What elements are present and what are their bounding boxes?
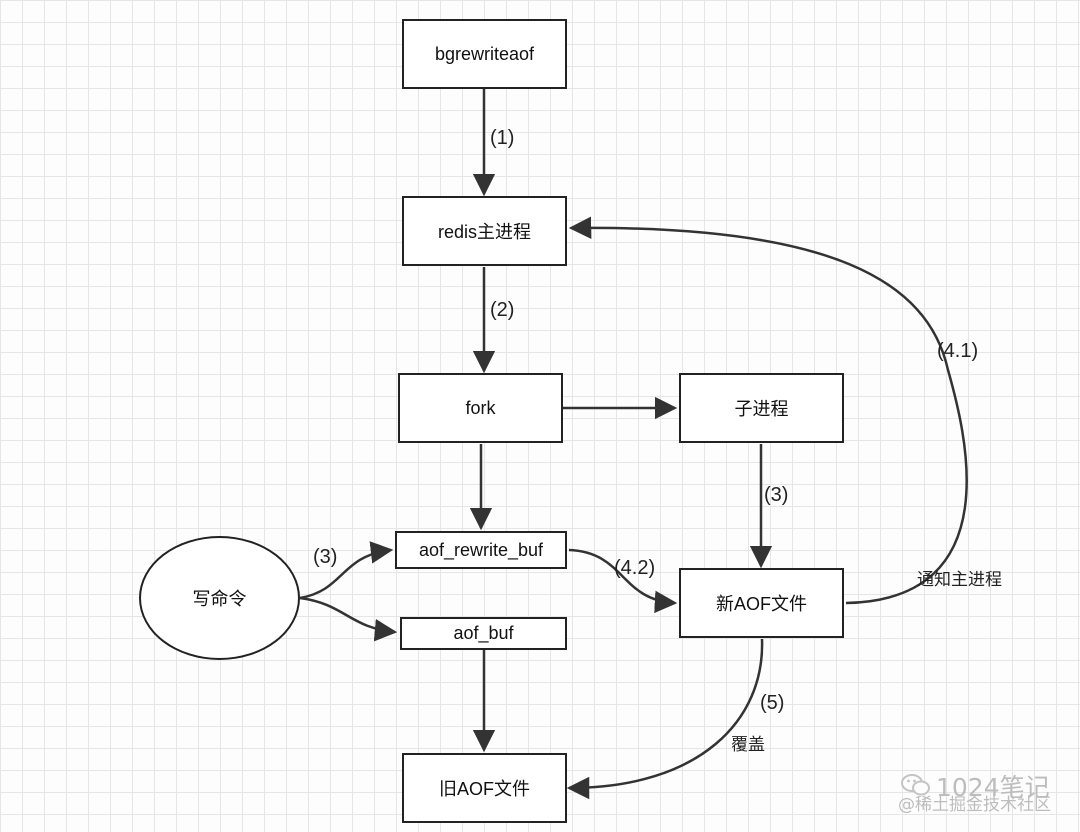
watermark-subtitle: @稀土掘金技术社区 xyxy=(898,795,1051,815)
node-write-command: 写命令 xyxy=(139,536,300,660)
edge-label-step3-write: (3) xyxy=(313,546,338,568)
node-bgrewriteaof-label: bgrewriteaof xyxy=(434,43,535,64)
node-bgrewriteaof: bgrewriteaof xyxy=(402,19,567,89)
node-aof-buf-label: aof_buf xyxy=(453,623,514,643)
edge-label-step5: (5) xyxy=(760,692,785,714)
node-new-aof-file: 新AOF文件 xyxy=(679,568,844,638)
edge-write-to-aof-buf xyxy=(299,596,398,642)
edge-new-aof-to-old-aof xyxy=(566,638,764,800)
edge-label-overwrite: 覆盖 xyxy=(731,735,765,754)
edge-label-step3-child: (3) xyxy=(764,484,789,506)
wechat-icon xyxy=(901,774,930,796)
node-aof-rewrite-buf: aof_rewrite_buf xyxy=(395,531,567,569)
node-fork: fork xyxy=(398,373,563,443)
edge-new-aof-to-redis xyxy=(568,216,968,605)
node-old-aof-file-label: 旧AOF文件 xyxy=(438,779,530,799)
edge-label-notify-main: 通知主进程 xyxy=(917,570,1002,589)
node-redis-main-process-label: redis主进程 xyxy=(437,222,531,242)
edge-label-step1: (1) xyxy=(490,127,515,149)
edge-write-to-rewrite-buf xyxy=(299,541,394,600)
node-new-aof-file-label: 新AOF文件 xyxy=(715,594,807,614)
edge-label-step4-1: (4.1) xyxy=(937,340,979,362)
node-child-process: 子进程 xyxy=(679,373,844,443)
edge-label-step2: (2) xyxy=(490,299,515,321)
node-aof-buf: aof_buf xyxy=(400,617,567,650)
edge-rewrite-buf-to-new-aof xyxy=(568,548,678,614)
node-fork-label: fork xyxy=(465,397,496,418)
node-aof-rewrite-buf-label: aof_rewrite_buf xyxy=(418,539,544,560)
node-child-process-label: 子进程 xyxy=(734,399,789,419)
node-redis-main-process: redis主进程 xyxy=(402,196,567,266)
node-write-command-label: 写命令 xyxy=(192,589,247,609)
edge-label-step4-2: (4.2) xyxy=(614,557,656,579)
watermark-title: 1024笔记 xyxy=(936,773,1050,802)
node-old-aof-file: 旧AOF文件 xyxy=(402,753,567,823)
